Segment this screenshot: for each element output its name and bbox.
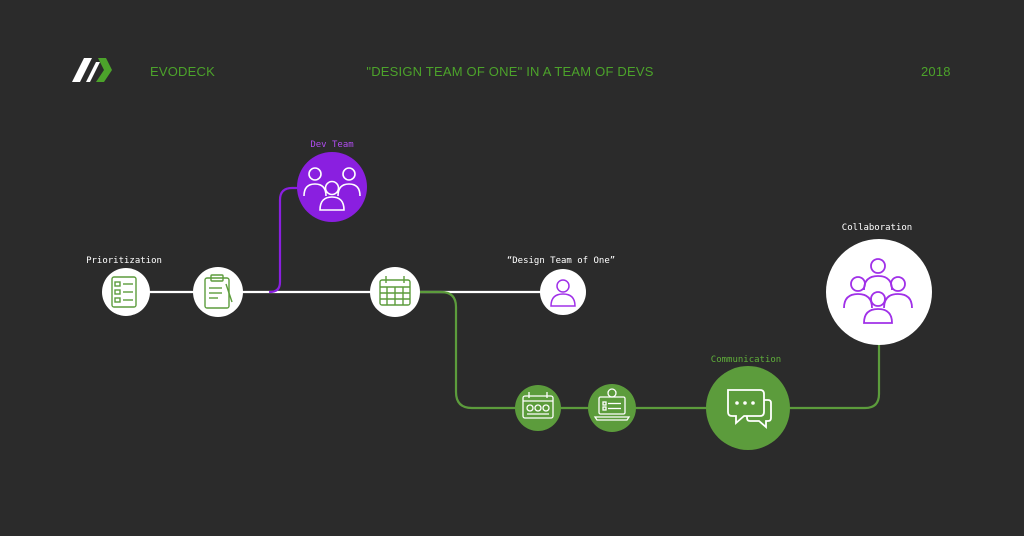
label-prioritization: Prioritization (86, 256, 162, 266)
label-dev-team: Dev Team (310, 140, 354, 150)
label-design-team-of-one: “Design Team of One” (506, 256, 616, 266)
node-dev-team[interactable] (297, 152, 367, 222)
node-prioritization[interactable] (102, 268, 150, 316)
brand-name: EVODECK (150, 64, 215, 79)
node-schedule[interactable] (515, 385, 561, 431)
node-laptop[interactable] (588, 384, 636, 432)
node-collaboration[interactable] (826, 239, 932, 345)
label-collaboration: Collaboration (841, 223, 913, 233)
evodeck-logo-icon (72, 58, 112, 82)
checklist-icon (111, 276, 137, 308)
connector-communication-collaboration (787, 343, 881, 410)
label-communication: Communication (710, 355, 782, 365)
chat-bubbles-icon (727, 389, 772, 429)
calendar-icon (379, 276, 411, 306)
page-title: "DESIGN TEAM OF ONE" IN A TEAM OF DEVS (366, 64, 654, 79)
node-design-team-of-one[interactable] (540, 269, 586, 315)
person-icon (550, 279, 576, 307)
team-icon (303, 167, 361, 211)
year-label: 2018 (921, 64, 951, 79)
laptop-report-icon (593, 388, 631, 421)
connector-calendar-schedule (418, 290, 518, 410)
schedule-check-icon (522, 392, 554, 419)
clipboard-icon (204, 274, 233, 309)
connector-clipboard-devteam (268, 186, 302, 294)
node-clipboard[interactable] (193, 267, 243, 317)
group-icon (843, 258, 913, 324)
node-calendar[interactable] (370, 267, 420, 317)
node-communication[interactable] (706, 366, 790, 450)
